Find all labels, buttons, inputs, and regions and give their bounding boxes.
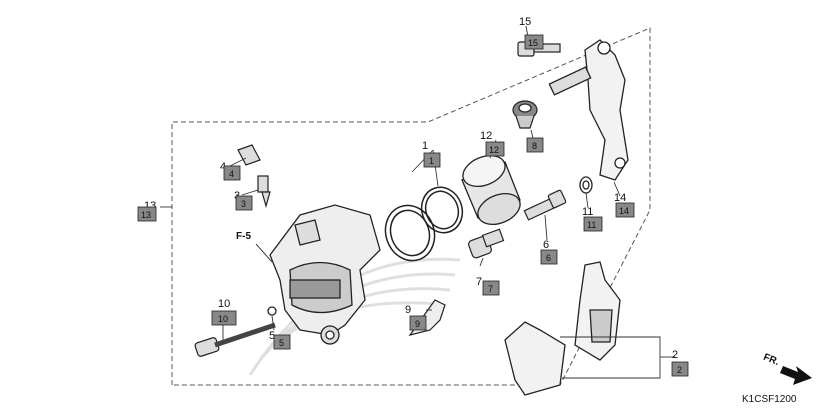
reference-leader: [255, 243, 273, 263]
callout-9: 9 9: [405, 304, 427, 331]
caliper-bracket: [548, 39, 629, 181]
svg-text:5: 5: [279, 338, 284, 348]
small-ring: [579, 176, 593, 194]
pin-bolt: [468, 228, 505, 259]
svg-text:9: 9: [405, 304, 411, 316]
callout-4: 4 4: [220, 161, 241, 181]
svg-text:7: 7: [476, 276, 482, 288]
svg-text:13: 13: [141, 210, 151, 220]
svg-text:15: 15: [528, 38, 538, 48]
svg-text:6: 6: [543, 239, 549, 251]
callout-7: 7 7: [476, 276, 500, 296]
callout-3: 3 3: [234, 190, 253, 211]
caliper-body: [269, 204, 381, 345]
svg-text:10: 10: [218, 298, 230, 310]
callout-13: 13 13: [137, 200, 157, 222]
boot: [512, 100, 538, 129]
svg-text:8: 8: [532, 141, 537, 151]
callout-5: 5 5: [269, 330, 291, 350]
svg-text:2: 2: [672, 349, 678, 361]
svg-text:3: 3: [241, 199, 246, 209]
piston: [461, 154, 521, 226]
callout-8: 8: [526, 137, 544, 153]
svg-text:4: 4: [220, 161, 226, 173]
callout-1: 1 1: [422, 140, 441, 168]
callout-6: 6 6: [540, 239, 558, 265]
svg-text:2: 2: [677, 365, 682, 375]
svg-text:5: 5: [269, 330, 275, 342]
direction-arrow-icon: [780, 366, 812, 385]
bleeder-cap: [237, 144, 261, 166]
svg-text:10: 10: [218, 314, 228, 324]
svg-text:15: 15: [519, 16, 531, 28]
callout-12: 12 12: [480, 130, 505, 157]
brake-pads: [504, 261, 621, 396]
reference-label: F-5: [236, 231, 251, 242]
callout-10: 10 10: [211, 298, 237, 326]
piston-seal-rings: [384, 186, 464, 262]
svg-text:14: 14: [619, 206, 629, 216]
svg-text:6: 6: [546, 253, 551, 263]
callout-15: 15 15: [519, 16, 544, 50]
callout-14: 14 14: [614, 192, 635, 218]
pin-clip: [267, 306, 277, 316]
pad-pin: [194, 322, 276, 357]
bleeder-screw: [257, 175, 271, 209]
svg-text:12: 12: [489, 145, 499, 155]
svg-text:14: 14: [614, 192, 626, 204]
svg-text:9: 9: [415, 319, 420, 329]
drawing-code: K1CSF1200: [742, 394, 797, 405]
slide-pin: [523, 189, 567, 221]
svg-text:12: 12: [480, 130, 492, 142]
svg-text:11: 11: [582, 206, 593, 218]
callout-11: 11 11: [582, 206, 603, 232]
callout-2: 2 2: [671, 349, 689, 377]
svg-text:FR.: FR.: [762, 352, 781, 368]
svg-text:11: 11: [587, 220, 596, 230]
svg-text:4: 4: [229, 169, 234, 179]
svg-text:1: 1: [422, 140, 428, 152]
svg-text:7: 7: [488, 284, 493, 294]
front-direction-indicator: FR.: [762, 352, 812, 385]
svg-text:1: 1: [429, 156, 434, 166]
